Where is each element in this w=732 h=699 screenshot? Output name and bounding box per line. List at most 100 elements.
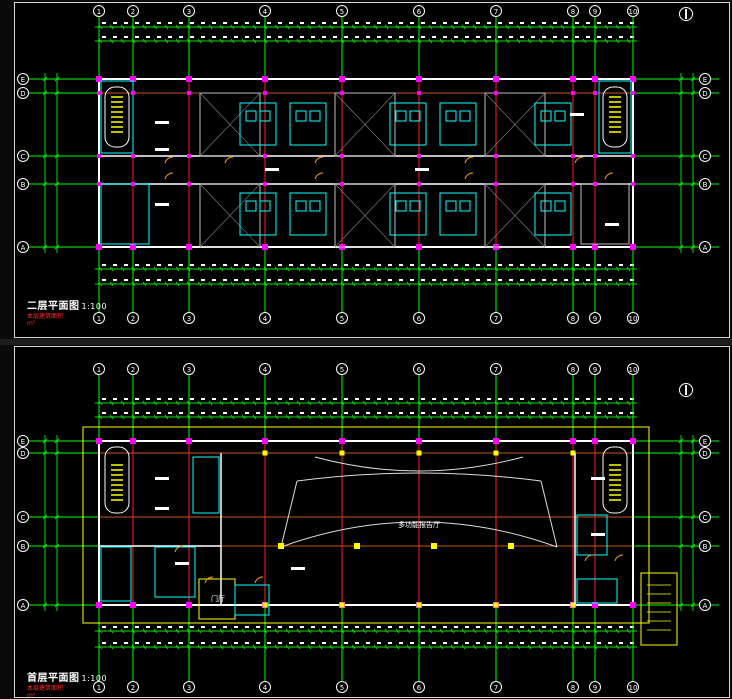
- dimension-tick: [208, 414, 213, 420]
- fixture-detail: [259, 200, 271, 212]
- dimension-tick: [483, 644, 488, 650]
- dimension-tick: [252, 281, 257, 287]
- dimension-text-mark: [190, 412, 194, 414]
- structural-column: [187, 154, 191, 158]
- dimension-text-mark: [487, 279, 491, 281]
- dimension-text-mark: [355, 412, 359, 414]
- room-fixture: [239, 102, 277, 146]
- structural-column: [339, 438, 345, 444]
- dimension-text-mark: [245, 279, 249, 281]
- dimension-text-mark: [212, 264, 216, 266]
- dimension-tick: [472, 281, 477, 287]
- dimension-tick: [307, 266, 312, 272]
- door-swing: [314, 156, 324, 164]
- dimension-tick: [450, 38, 455, 44]
- dimension-text-mark: [124, 412, 128, 414]
- dimension-tick: [252, 628, 257, 634]
- dimension-tick: [120, 644, 125, 650]
- dimension-text-mark: [586, 22, 590, 24]
- structural-column: [592, 602, 598, 608]
- dimension-tick: [241, 266, 246, 272]
- structural-column: [340, 182, 344, 186]
- dimension-tick: [109, 400, 114, 406]
- grid-bubble: [93, 312, 105, 324]
- dimension-text-mark: [421, 412, 425, 414]
- dimension-text-mark: [355, 398, 359, 400]
- dimension-text-mark: [267, 36, 271, 38]
- dimension-text-mark: [102, 264, 106, 266]
- dimension-tick: [373, 281, 378, 287]
- dimension-tick: [373, 38, 378, 44]
- dimension-tick: [505, 414, 510, 420]
- dimension-text-mark: [509, 279, 513, 281]
- dimension-tick: [472, 414, 477, 420]
- dimension-tick: [120, 266, 125, 272]
- grid-bubble: [127, 5, 139, 17]
- dimension-text-mark: [113, 264, 117, 266]
- dimension-text-mark: [542, 626, 546, 628]
- dimension-tick: [439, 281, 444, 287]
- fixture-detail: [295, 110, 307, 122]
- dimension-tick: [384, 24, 389, 30]
- structural-column: [631, 91, 635, 95]
- dimension-text-mark: [124, 279, 128, 281]
- dimension-text-mark: [553, 279, 557, 281]
- dimension-text-mark: [476, 398, 480, 400]
- dimension-text-mark: [201, 36, 205, 38]
- dimension-tick: [208, 24, 213, 30]
- dimension-tick: [208, 281, 213, 287]
- dimension-text-mark: [278, 412, 282, 414]
- dimension-tick: [296, 24, 301, 30]
- dimension-text-mark: [564, 412, 568, 414]
- hall-stage-curve: [314, 456, 524, 472]
- hall-column: [262, 450, 268, 456]
- grid-bubble-label: 3: [187, 684, 191, 692]
- grid-bubble: [490, 312, 502, 324]
- dimension-text-mark: [630, 642, 634, 644]
- dimension-tick: [505, 24, 510, 30]
- dimension-text-mark: [586, 279, 590, 281]
- dimension-text-mark: [168, 279, 172, 281]
- grid-bubble: [259, 312, 271, 324]
- dimension-text-mark: [179, 22, 183, 24]
- structural-column: [130, 602, 136, 608]
- dimension-tick: [527, 266, 532, 272]
- dimension-text-mark: [322, 626, 326, 628]
- dimension-text-mark: [113, 412, 117, 414]
- structural-column: [417, 182, 421, 186]
- dimension-tick: [395, 266, 400, 272]
- dimension-text-mark: [597, 22, 601, 24]
- dimension-tick: [549, 281, 554, 287]
- dimension-text-mark: [487, 264, 491, 266]
- dimension-tick: [164, 400, 169, 406]
- structural-column: [130, 438, 136, 444]
- dimension-tick: [461, 644, 466, 650]
- dimension-tick: [483, 628, 488, 634]
- grid-bubble-label: 1: [97, 366, 101, 374]
- grid-bubble-label: 3: [187, 8, 191, 16]
- entrance-vestibule: [234, 584, 270, 616]
- structural-column: [592, 76, 598, 82]
- dimension-tick: [164, 414, 169, 420]
- dimension-text-mark: [113, 279, 117, 281]
- structural-column: [630, 602, 636, 608]
- room-label-mark: [291, 567, 305, 570]
- grid-bubble-label: 6: [417, 684, 422, 692]
- hall-column: [493, 602, 499, 608]
- dimension-tick: [318, 400, 323, 406]
- door-swing: [464, 156, 474, 164]
- room-fixture: [439, 192, 477, 236]
- dimension-tick: [109, 281, 114, 287]
- grid-bubble: [567, 5, 579, 17]
- dimension-tick: [604, 400, 609, 406]
- dimension-text-mark: [333, 398, 337, 400]
- dimension-text-mark: [311, 36, 315, 38]
- dimension-text-mark: [630, 398, 634, 400]
- dimension-text-mark: [520, 264, 524, 266]
- structural-column: [592, 244, 598, 250]
- dimension-tick: [626, 414, 631, 420]
- dimension-tick: [362, 644, 367, 650]
- dimension-tick: [505, 628, 510, 634]
- dimension-text-mark: [454, 626, 458, 628]
- dimension-tick: [516, 628, 521, 634]
